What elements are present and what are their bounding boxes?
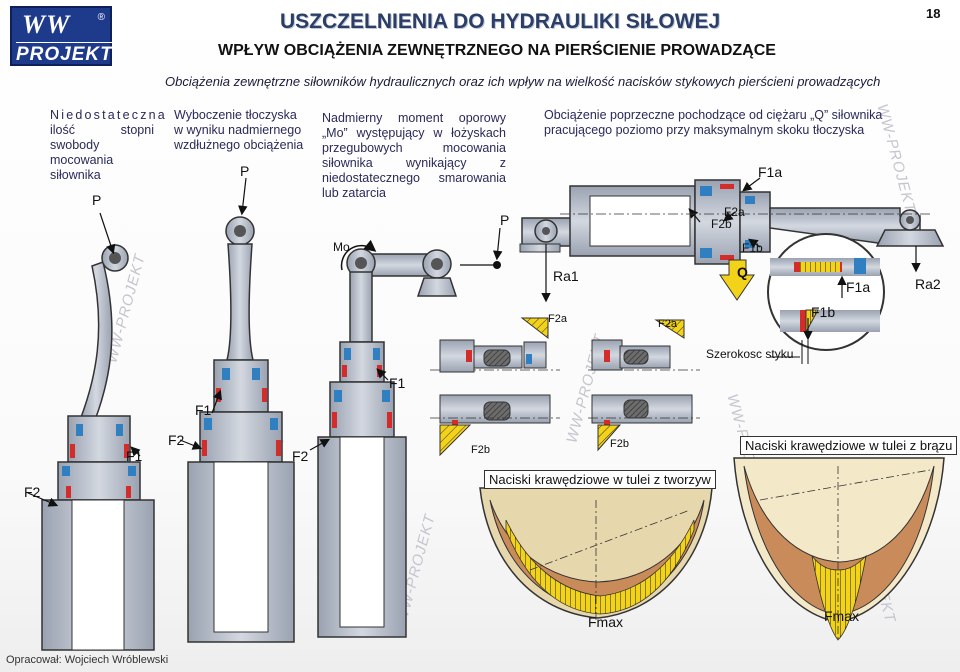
column-4-text: Obciążenie poprzeczne pochodzące od cięż… (544, 108, 883, 137)
cylinder-2 (179, 177, 295, 643)
seal-detail-right (588, 319, 700, 452)
label-tworzywo: Naciski krawędziowe w tulei z tworzyw (484, 470, 716, 489)
label-f2a-seal-left: F2a (548, 313, 567, 325)
column-3-text: Nadmierny moment oporowy „Mo” występując… (322, 111, 506, 200)
label-p2: P (240, 163, 250, 179)
column-1-body: ilość stopni swobody mocowania siłownika (50, 123, 154, 182)
label-p3: P (500, 212, 510, 228)
column-1-heading: Niedostateczna (50, 108, 167, 122)
label-f2-cyl1: F2 (24, 484, 41, 500)
ww-projekt-logo: WW ® PROJEKT (10, 6, 113, 66)
column-1-text: Niedostateczna ilość stopni swobody moco… (50, 108, 165, 183)
page-subtitle: WPŁYW OBCIĄŻENIA ZEWNĘTRZNEGO NA PIERŚCI… (218, 42, 776, 59)
page-caption: Obciążenia zewnętrzne siłowników hydraul… (165, 74, 881, 89)
label-f1b-cyl4: F1b (742, 241, 763, 255)
label-f1a-cyl4: F1a (758, 164, 783, 180)
cylinder-1 (27, 212, 155, 651)
label-fmax-left: Fmax (588, 614, 623, 630)
logo-registered: ® (97, 12, 105, 23)
label-f1-cyl2: F1 (195, 402, 212, 418)
logo-line2: PROJEKT (16, 42, 113, 65)
label-fmax-right: Fmax (824, 608, 859, 624)
detail-circle (767, 233, 885, 364)
label-f2-cyl2: F2 (168, 432, 185, 448)
label-f1-cyl1: F1 (126, 448, 143, 464)
label-f2b-seal-right: F2b (610, 438, 629, 450)
label-ra1: Ra1 (553, 268, 579, 284)
seal-detail-left (430, 317, 560, 457)
label-f1-cyl3: F1 (389, 375, 406, 391)
label-f2b-seal-left: F2b (471, 444, 490, 456)
label-f2b-cyl4: F2b (711, 217, 732, 231)
author-footer: Opracował: Wojciech Wróblewski (6, 654, 169, 666)
cylinder-4 (519, 177, 945, 303)
label-mo: Mo (333, 240, 350, 254)
bushing-bronze (733, 457, 945, 641)
cylinder-3 (309, 227, 503, 638)
label-q: Q (737, 264, 748, 280)
page-number: 18 (926, 6, 941, 21)
label-p1: P (92, 192, 102, 208)
label-braz: Naciski krawędziowe w tulei z brązu (740, 436, 958, 455)
page-title: USZCZELNIENIA DO HYDRAULIKI SIŁOWEJ (280, 10, 721, 33)
label-f2a-cyl4: F2a (724, 205, 745, 219)
logo-line1: WW (22, 10, 71, 39)
bushing-plastic (479, 487, 713, 620)
label-f2-cyl3: F2 (292, 448, 309, 464)
column-2-text: Wyboczenie tłoczyska w wyniku nadmierneg… (174, 108, 304, 152)
label-f2a-seal-right: F2a (658, 318, 677, 330)
label-f1b-detail: F1b (811, 304, 836, 320)
label-szerokosc: Szerokosc styku (706, 347, 794, 361)
label-ra2: Ra2 (915, 276, 941, 292)
label-f1a-detail: F1a (846, 279, 871, 295)
